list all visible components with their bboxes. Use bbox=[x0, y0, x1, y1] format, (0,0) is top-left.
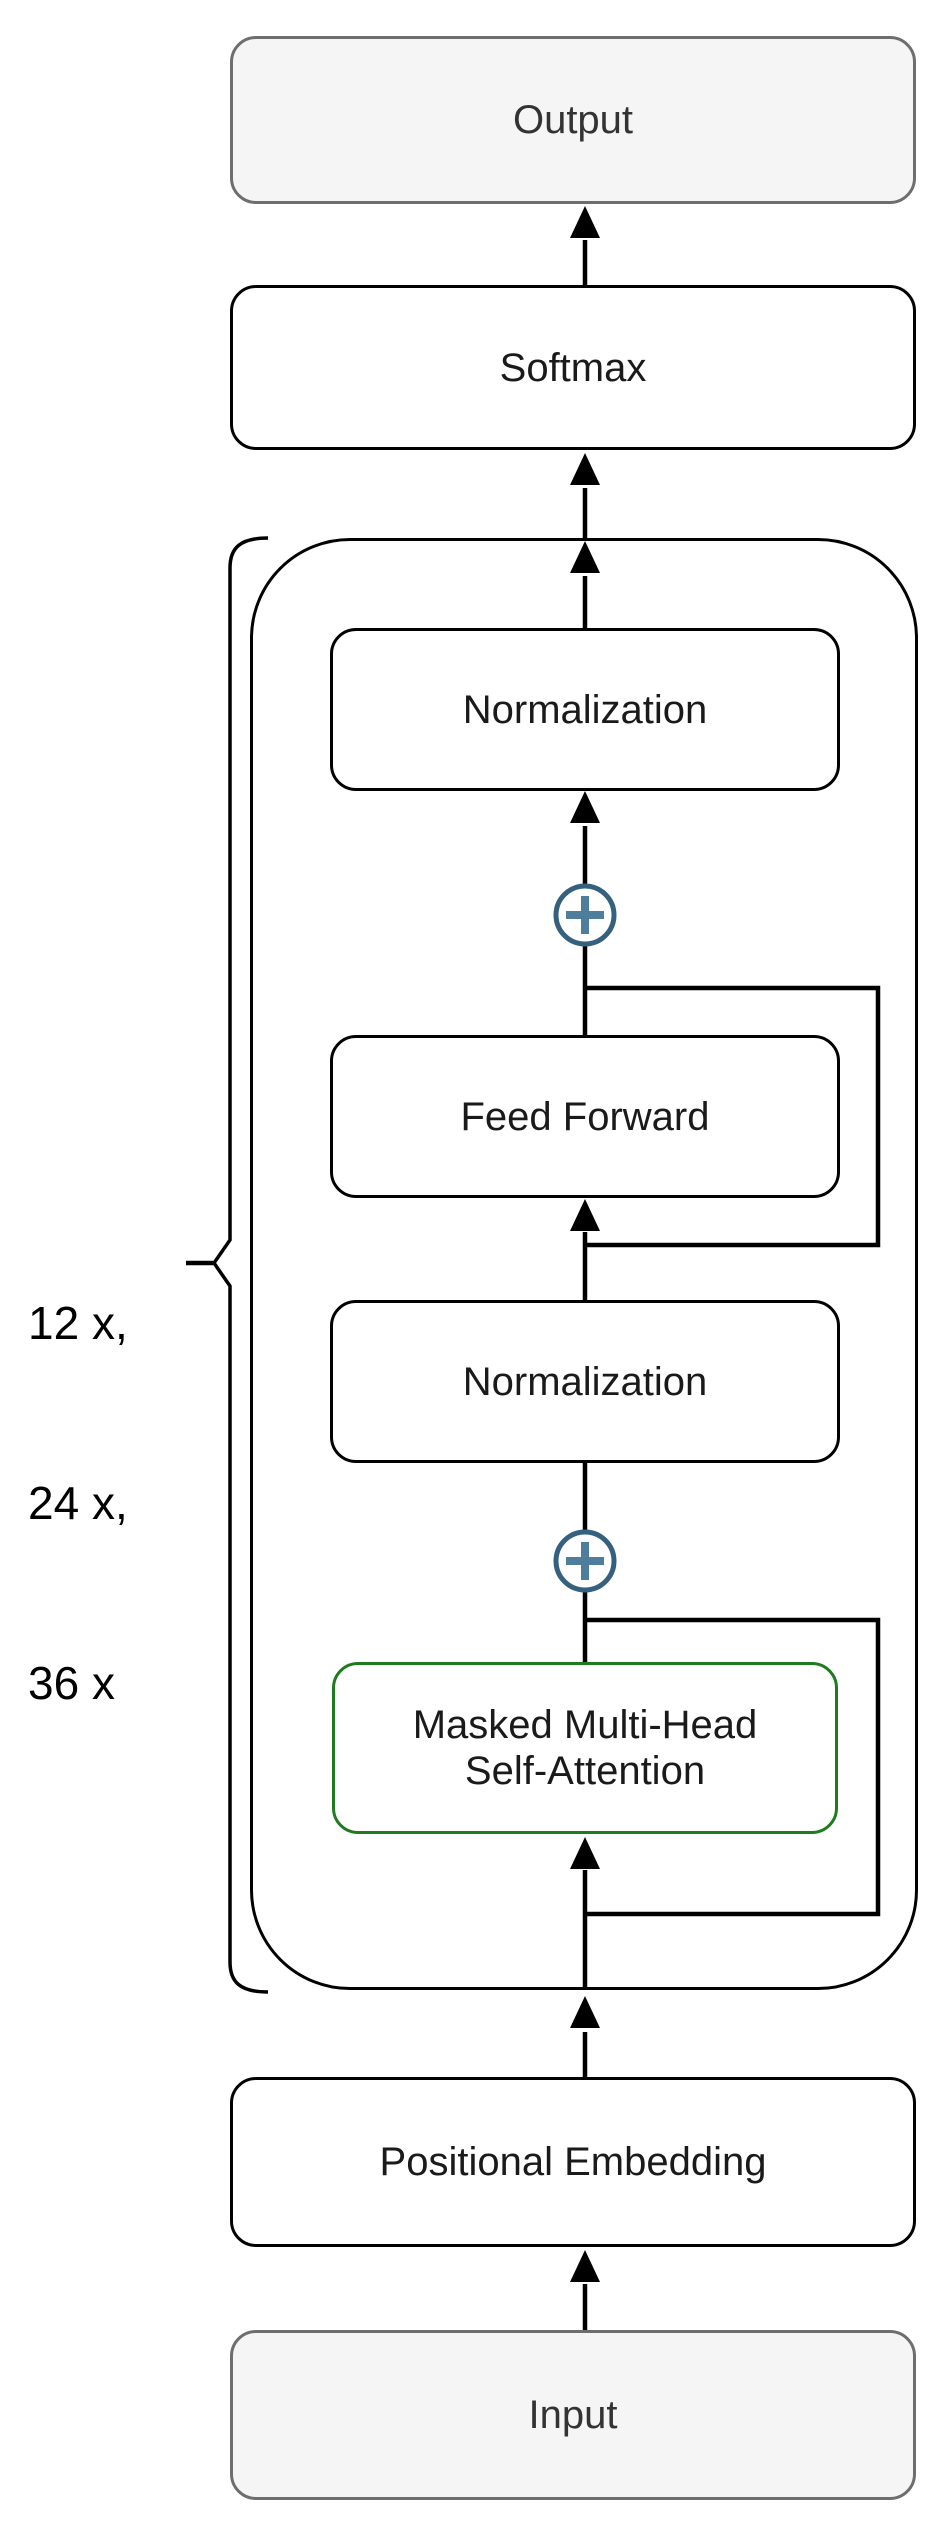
repeat-count-line1: 12 x, bbox=[28, 1297, 128, 1349]
arrow-normalization-to-block-top bbox=[570, 541, 600, 628]
masked-attention-label-line2: Self-Attention bbox=[464, 1749, 706, 1793]
softmax-node: Softmax bbox=[230, 285, 916, 450]
repeat-count-line3: 36 x bbox=[28, 1657, 115, 1709]
normalization-bottom-label: Normalization bbox=[462, 1359, 708, 1404]
normalization-top-label: Normalization bbox=[462, 687, 708, 732]
feed-forward-label: Feed Forward bbox=[460, 1094, 710, 1139]
masked-attention-node: Masked Multi-Head Self-Attention bbox=[332, 1662, 838, 1834]
positional-embedding-label: Positional Embedding bbox=[379, 2140, 767, 2184]
plus-icon bbox=[553, 883, 617, 947]
normalization-bottom-node: Normalization bbox=[330, 1300, 840, 1463]
masked-attention-label: Masked Multi-Head Self-Attention bbox=[413, 1702, 758, 1794]
arrow-block-to-softmax bbox=[570, 453, 600, 538]
repeat-brace bbox=[186, 536, 269, 1994]
arrow-softmax-to-output bbox=[570, 206, 600, 285]
input-node: Input bbox=[230, 2330, 916, 2500]
input-label: Input bbox=[528, 2393, 618, 2437]
softmax-label: Softmax bbox=[499, 345, 647, 390]
positional-embedding-node: Positional Embedding bbox=[230, 2077, 916, 2247]
output-node: Output bbox=[230, 36, 916, 204]
repeat-count-line2: 24 x, bbox=[28, 1477, 128, 1529]
feed-forward-node: Feed Forward bbox=[330, 1035, 840, 1198]
masked-attention-label-line1: Masked Multi-Head bbox=[412, 1703, 758, 1747]
normalization-top-node: Normalization bbox=[330, 628, 840, 791]
repeat-count-label: 12 x, 24 x, 36 x bbox=[28, 1173, 188, 1833]
skip-connection-attention bbox=[585, 1617, 881, 1917]
arrow-block-bottom-to-attention bbox=[570, 1837, 600, 1990]
decoder-block-outline bbox=[250, 538, 918, 1990]
skip-connection-feed-forward bbox=[585, 985, 881, 1248]
arrow-embedding-to-block bbox=[570, 1996, 600, 2077]
output-label: Output bbox=[512, 98, 634, 142]
plus-icon bbox=[553, 1529, 617, 1593]
arrow-sum-to-normalization-top bbox=[570, 791, 600, 885]
arrow-input-to-embedding bbox=[570, 2250, 600, 2330]
arrow-normalization-to-feedforward bbox=[570, 1199, 600, 1300]
